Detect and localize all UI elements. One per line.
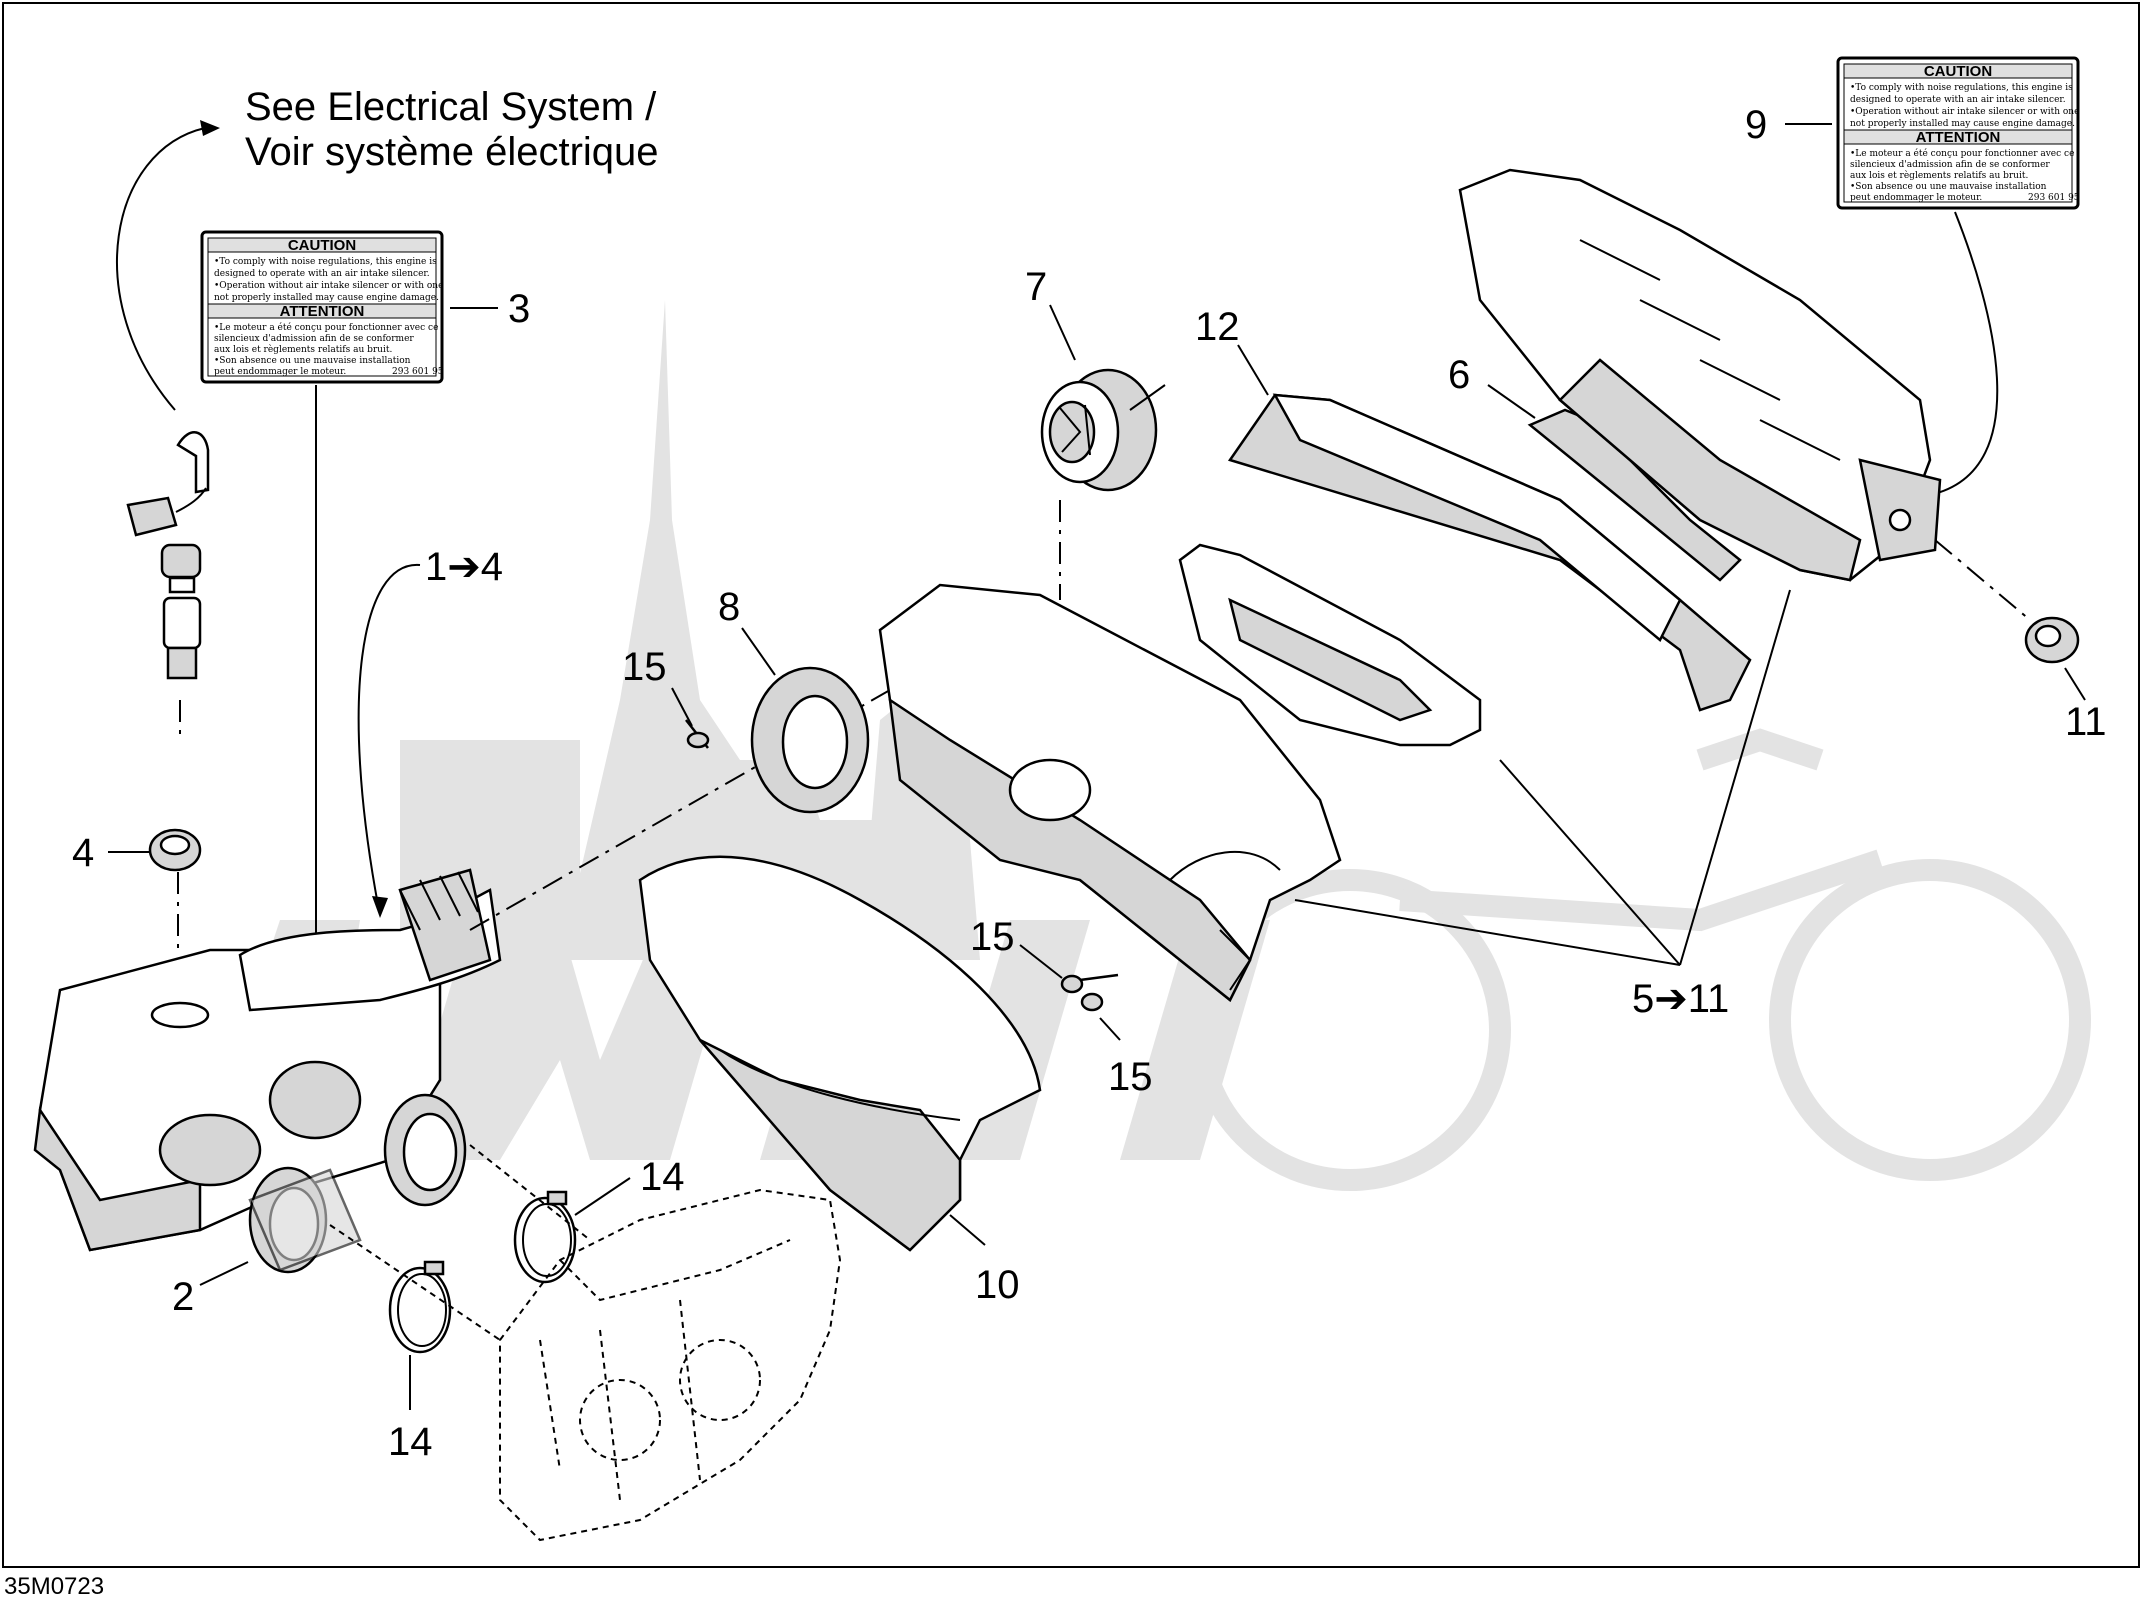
label3-caution-line-2: designed to operate with an air intake s…: [214, 269, 430, 279]
silencer-lower-housing: [878, 583, 1342, 1002]
screw-15-left: [685, 719, 710, 749]
callout-14-upper-leader: [574, 1177, 631, 1216]
silencer-cover-10: [638, 855, 1042, 1252]
electrical-sensor-assembly: [126, 431, 210, 735]
note-line-1: See Electrical System /: [245, 85, 657, 129]
callout-9: 9: [1745, 103, 1767, 147]
label9-caution-line-2: designed to operate with an air intake s…: [1850, 95, 2066, 105]
callout-8-leader: [741, 627, 776, 676]
rubber-sleeves-2: [248, 1093, 467, 1274]
callout-1-4-leader: [357, 563, 421, 906]
callout-6: 6: [1448, 353, 1470, 397]
callout-10: 10: [975, 1263, 1020, 1307]
label9-attention-line-3: aux lois et règlements relatifs au bruit…: [1850, 170, 2028, 181]
fitting-link-line: [1129, 384, 1166, 411]
label9-caution-line-3: •Operation without air intake silencer o…: [1850, 107, 2079, 117]
clamp-14-lower: [388, 1260, 452, 1354]
centerline-box-to-silencer: [469, 689, 891, 931]
callout-11-leader: [2064, 667, 2086, 701]
drawing-frame: [2, 2, 2140, 1568]
callout-15-left-leader: [671, 687, 693, 727]
note-arrow-curve: [116, 127, 206, 411]
label3-caution-line-3: •Operation without air intake silencer o…: [214, 281, 443, 291]
callout-14-lower: 14: [388, 1420, 433, 1464]
label3-attention-line-5: peut endommager le moteur.: [214, 367, 346, 377]
label3-attention-line-3: aux lois et règlements relatifs au bruit…: [214, 344, 392, 355]
callout-15-mid-leader: [1019, 944, 1063, 979]
label3-caution-line-4: not properly installed may cause engine …: [214, 293, 439, 303]
caution-label-3: CAUTION •To comply with noise regulation…: [200, 230, 444, 384]
label9-caution-line-1: •To comply with noise regulations, this …: [1850, 83, 2073, 93]
label3-code: 293 601 95: [392, 367, 444, 377]
air-intake-silencer-base: [33, 868, 502, 1252]
callout-11: 11: [2065, 700, 2107, 744]
screws-15-right: [1060, 973, 1119, 1012]
callout-4: 4: [72, 831, 94, 875]
air-filter-12: [1178, 393, 1752, 747]
note-arrow-head: [200, 120, 220, 136]
drawing-number: 35M0723: [4, 1573, 104, 1600]
grommet-4: [148, 828, 202, 950]
callout-15-bottom: 15: [1108, 1055, 1153, 1099]
callout-10-leader: [949, 1214, 986, 1246]
callout-7: 7: [1025, 265, 1047, 309]
label9-attention-line-5: peut endommager le moteur.: [1850, 193, 1982, 203]
engine-outline: [329, 1144, 842, 1542]
foam-6: [1527, 408, 1742, 582]
silencer-upper-housing: [1458, 168, 1942, 582]
callout-6-leader: [1487, 384, 1536, 419]
label9-caution-heading: CAUTION: [1924, 63, 1992, 80]
label3-caution-line-1: •To comply with noise regulations, this …: [214, 257, 437, 267]
label9-attention-line-4: •Son absence ou une mauvaise installatio…: [1850, 182, 2047, 192]
label3-caution-heading: CAUTION: [288, 237, 356, 254]
centerline-housing-to-grommet: [1934, 539, 2031, 621]
callout-12-leader: [1237, 344, 1269, 396]
callout-3: 3: [508, 287, 530, 331]
label9-attention-line-1: •Le moteur a été conçu pour fonctionner …: [1850, 148, 2074, 159]
callout-5-11-leader-b: [1499, 759, 1681, 966]
callout-1-4: 1➔4: [425, 545, 503, 589]
callout-2: 2: [172, 1275, 194, 1319]
callout-15-left: 15: [622, 645, 667, 689]
callout-12: 12: [1195, 305, 1240, 349]
callout-14-upper: 14: [640, 1155, 685, 1199]
label9-caution-line-4: not properly installed may cause engine …: [1850, 119, 2075, 129]
intake-fitting-7: [1040, 368, 1158, 492]
label3-attention-line-1: •Le moteur a été conçu pour fonctionner …: [214, 322, 438, 333]
label3-attention-heading: ATTENTION: [280, 303, 365, 320]
callout-2-leader: [199, 1261, 249, 1286]
note-line-2: Voir système électrique: [245, 130, 659, 174]
label-9-to-housing-leader: [1900, 211, 1999, 496]
label3-attention-line-4: •Son absence ou une mauvaise installatio…: [214, 356, 411, 366]
label3-attention-line-2: silencieux d'admission afin de se confor…: [214, 334, 414, 344]
callout-5-11-leader-a: [1294, 899, 1681, 966]
clamp-14-upper: [513, 1190, 577, 1284]
label9-attention-line-2: silencieux d'admission afin de se confor…: [1850, 160, 2050, 170]
callout-15-bottom-leader: [1099, 1017, 1121, 1041]
callout-15-mid: 15: [970, 915, 1015, 959]
grommet-11: [2024, 616, 2080, 664]
callout-5-11-leader-c: [1679, 589, 1791, 966]
callout-1-4-arrowhead: [372, 896, 388, 918]
callout-5-11: 5➔11: [1632, 977, 1729, 1021]
caution-label-9: CAUTION •To comply with noise regulation…: [1836, 56, 2080, 210]
label9-attention-heading: ATTENTION: [1916, 129, 2001, 146]
callout-8: 8: [718, 585, 740, 629]
seal-ring-8: [750, 666, 870, 814]
label9-code: 293 601 95: [2028, 193, 2080, 203]
callout-7-leader: [1049, 304, 1076, 361]
